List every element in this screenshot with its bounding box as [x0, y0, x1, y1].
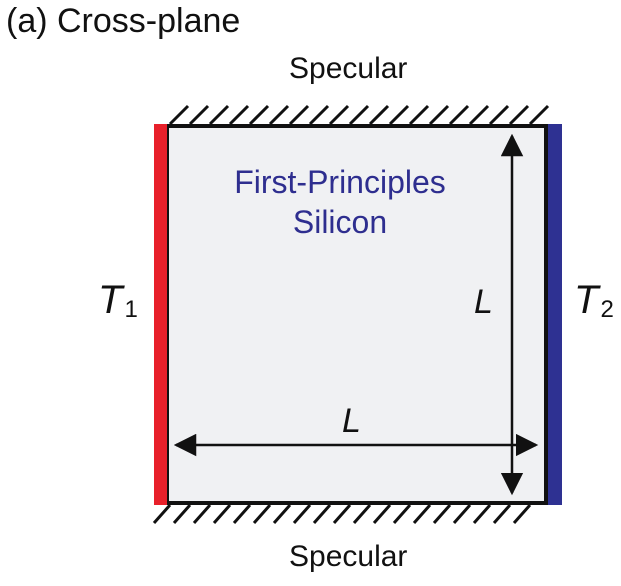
- hatch-mark: [332, 504, 352, 524]
- hatch-mark: [168, 104, 190, 126]
- cold-temperature-index: 2: [600, 296, 614, 323]
- hatch-mark: [388, 104, 410, 126]
- hatch-mark: [408, 104, 430, 126]
- hatch-mark: [248, 104, 270, 126]
- hot-temperature-symbol: T: [98, 278, 123, 322]
- hatch-mark: [288, 104, 310, 126]
- hatch-mark: [528, 104, 550, 126]
- hatch-mark: [252, 504, 272, 524]
- hatch-mark: [492, 504, 512, 524]
- hatch-mark: [468, 104, 490, 126]
- hatch-mark: [488, 104, 510, 126]
- bottom-boundary-label: Specular: [289, 540, 408, 573]
- hatch-mark: [312, 504, 332, 524]
- hatch-mark: [328, 104, 350, 126]
- cold-temperature-symbol: T: [574, 278, 599, 322]
- figure-caption: (a) Cross-plane: [6, 2, 241, 40]
- hatch-mark: [372, 504, 392, 524]
- hatch-mark: [192, 504, 212, 524]
- hatch-mark: [152, 504, 172, 524]
- hot-boundary-bar: [154, 124, 167, 505]
- hatch-mark: [508, 104, 530, 126]
- material-label-line1: First-Principles: [234, 164, 446, 200]
- cold-boundary-bar: [548, 124, 562, 505]
- material-label: First-Principles Silicon: [200, 162, 480, 242]
- hatch-mark: [172, 504, 192, 524]
- top-boundary-label: Specular: [289, 52, 408, 85]
- hatch-mark: [472, 504, 492, 524]
- hatch-mark: [308, 104, 330, 126]
- hatch-mark: [452, 504, 472, 524]
- hatch-mark: [268, 104, 290, 126]
- hatch-mark: [392, 504, 412, 524]
- hatch-mark: [428, 104, 450, 126]
- hatch-mark: [412, 504, 432, 524]
- hatch-mark: [212, 504, 232, 524]
- hot-temperature-label: T1: [98, 278, 138, 323]
- bottom-specular-hatch: [152, 504, 532, 524]
- material-label-line2: Silicon: [292, 204, 388, 240]
- hatch-mark: [348, 104, 370, 126]
- hatch-mark: [228, 104, 250, 126]
- top-specular-hatch: [168, 104, 550, 126]
- hatch-mark: [512, 504, 532, 524]
- hatch-mark: [272, 504, 292, 524]
- hatch-mark: [368, 104, 390, 126]
- hatch-mark: [208, 104, 230, 126]
- hatch-mark: [292, 504, 312, 524]
- hatch-mark: [232, 504, 252, 524]
- hatch-mark: [352, 504, 372, 524]
- hot-temperature-index: 1: [124, 296, 138, 323]
- vertical-length-label: L: [474, 283, 493, 321]
- horizontal-length-label: L: [342, 402, 361, 440]
- hatch-mark: [448, 104, 470, 126]
- hatch-mark: [432, 504, 452, 524]
- hatch-mark: [188, 104, 210, 126]
- cold-temperature-label: T2: [574, 278, 614, 323]
